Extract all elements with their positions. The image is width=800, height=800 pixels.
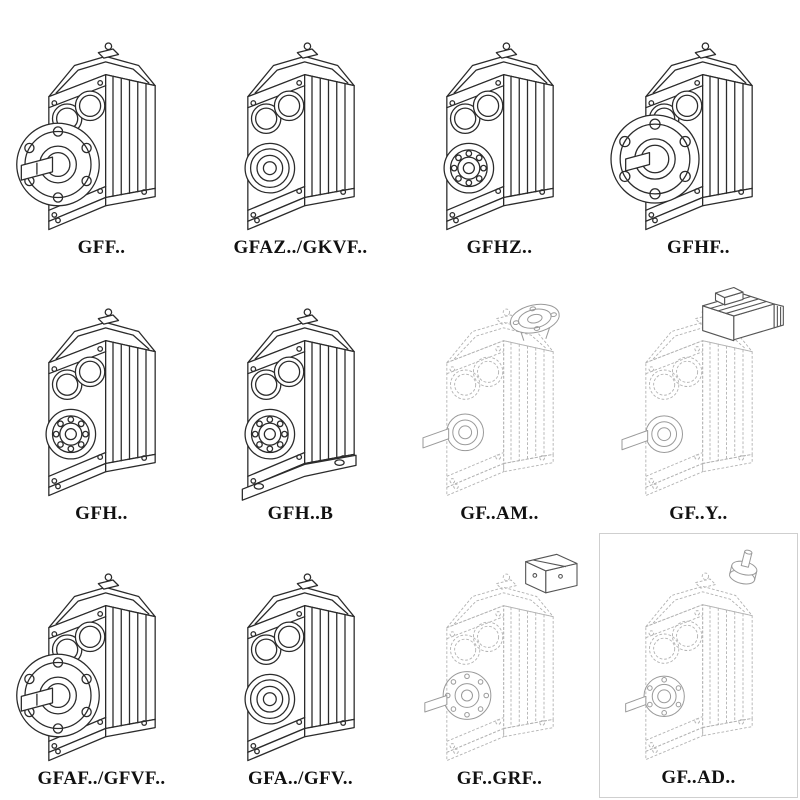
model-label: GFAF../GFVF.. — [37, 768, 166, 790]
catalog-item-gfa-gfv: GFA../GFV.. — [201, 533, 400, 798]
catalog-item-gfaz-gkvf: GFAZ../GKVF.. — [201, 2, 400, 267]
catalog-item-gf-ad: GF..AD.. — [599, 532, 798, 798]
gearbox-drawing-large-output-flange — [607, 16, 791, 236]
catalog-item-gfhz: GFHZ.. — [400, 2, 599, 267]
gearbox-drawing-hollow-shaft-hub — [209, 16, 393, 236]
catalog-item-gf-am: GF..AM.. — [400, 267, 599, 532]
gearbox-drawing-output-flange — [10, 16, 194, 236]
gearbox-drawing-hollow-shaft-hub — [209, 547, 393, 767]
gearbox-drawing-shrink-disc-hub — [10, 282, 194, 502]
model-label: GF..AM.. — [460, 502, 539, 524]
catalog-item-gf-y: GF..Y.. — [599, 267, 798, 532]
gearbox-drawing-top-bracket — [408, 547, 592, 767]
model-label: GFF.. — [77, 237, 126, 259]
gearbox-drawing-shrink-disc-hub — [408, 16, 592, 236]
model-label: GFH..B — [267, 502, 334, 524]
model-label: GF..Y.. — [669, 502, 728, 524]
model-label: GFAZ../GKVF.. — [233, 237, 368, 259]
catalog-item-gfaf-gfvf: GFAF../GFVF.. — [2, 533, 201, 798]
model-label: GFA../GFV.. — [247, 768, 354, 790]
model-label: GFH.. — [75, 502, 128, 524]
catalog-item-gfhf: GFHF.. — [599, 2, 798, 267]
catalog-item-gfh-b: GFH..B — [201, 267, 400, 532]
catalog-item-gfh: GFH.. — [2, 267, 201, 532]
model-label: GF..AD.. — [661, 767, 736, 789]
model-label: GFHF.. — [667, 237, 730, 259]
gearbox-drawing-output-flange — [10, 547, 194, 767]
catalog-item-gf-grf: GF..GRF.. — [400, 533, 599, 798]
gearbox-drawing-motor-adapter-flange — [408, 282, 592, 502]
gearbox-drawing-input-shaft-adapter — [607, 546, 791, 766]
gearbox-drawing-foot-mounted — [209, 282, 393, 502]
model-label: GF..GRF.. — [456, 768, 543, 790]
catalog-item-gff: GFF.. — [2, 2, 201, 267]
model-label: GFHZ.. — [466, 237, 533, 259]
gearbox-drawing-integral-motor — [607, 282, 791, 502]
